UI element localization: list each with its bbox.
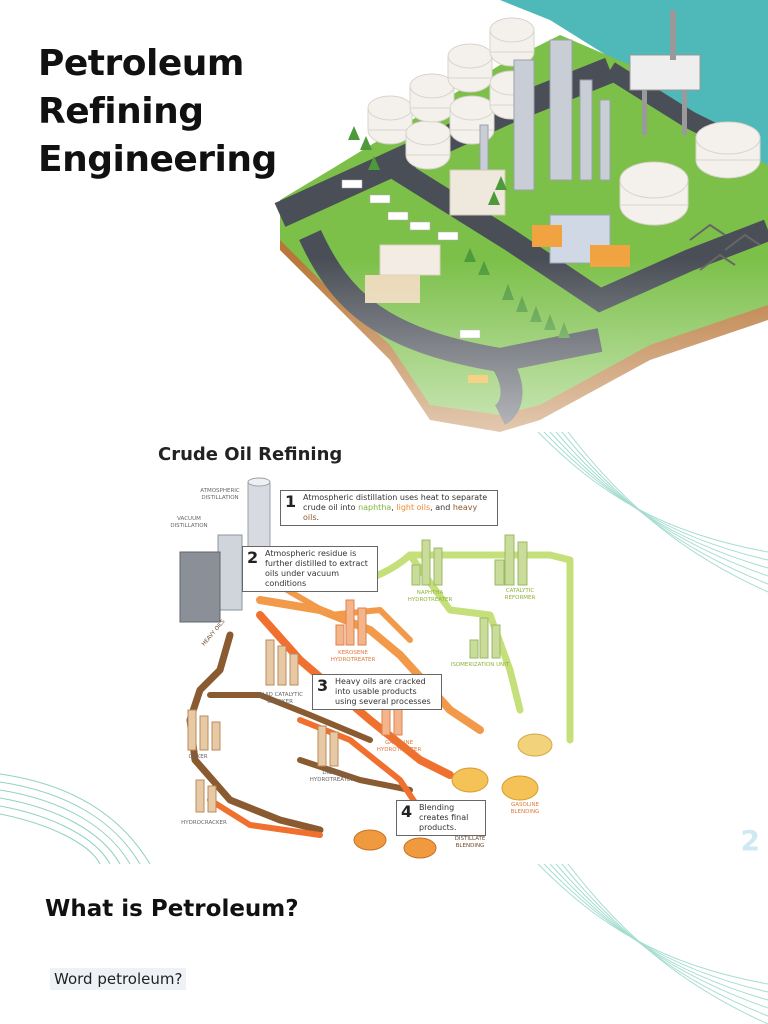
callout-number: 2 bbox=[247, 548, 259, 567]
label-gasoline-blending: Gasoline Blending bbox=[510, 802, 540, 815]
slide-what-is-petroleum: What is Petroleum? Word petroleum? bbox=[0, 864, 768, 1024]
callout-1: 1 Atmospheric distillation uses heat to … bbox=[280, 490, 498, 526]
callout-text: Heavy oils are cracked into usable produ… bbox=[335, 677, 431, 706]
slide-title-page: Petroleum Refining Engineering bbox=[0, 0, 768, 432]
callout-text: Atmospheric residue is further distilled… bbox=[265, 549, 368, 588]
callout-text: . bbox=[316, 513, 320, 522]
callout-3: 3 Heavy oils are cracked into usable pro… bbox=[312, 674, 442, 710]
refining-diagram: Crude Oil Refining bbox=[150, 440, 580, 860]
label-hydrocracker: Hydrocracker bbox=[181, 820, 227, 826]
slide-title: What is Petroleum? bbox=[45, 896, 299, 922]
label-fluid-catalytic-cracker: Fluid Catalytic Cracker bbox=[257, 692, 303, 705]
label-distillate-blending: Distillate Blending bbox=[454, 836, 486, 849]
label-catalytic-reformer: Catalytic Reformer bbox=[504, 588, 536, 601]
callout-number: 1 bbox=[285, 492, 297, 511]
callout-text: Blending creates final products. bbox=[419, 803, 469, 832]
wave-decoration bbox=[538, 432, 768, 593]
diagram-title: Crude Oil Refining bbox=[158, 444, 343, 465]
callout-text: Atmospheric distillation uses heat to se… bbox=[303, 493, 488, 512]
callout-highlight: heavy oils bbox=[303, 503, 478, 522]
label-coker: Coker bbox=[188, 754, 208, 760]
callout-text: , and bbox=[430, 503, 453, 512]
wave-decoration bbox=[0, 773, 151, 864]
label-vacuum-distillation: Vacuum Distillation bbox=[170, 516, 208, 529]
callout-number: 4 bbox=[401, 802, 413, 821]
callout-2: 2 Atmospheric residue is further distill… bbox=[242, 546, 378, 592]
wave-decoration bbox=[538, 864, 768, 1024]
label-isomerization-unit: Isomerization Unit bbox=[450, 662, 510, 668]
callout-highlight: naphtha bbox=[358, 503, 392, 512]
slide-crude-oil-refining: Crude Oil Refining bbox=[0, 432, 768, 864]
page-number: 2 bbox=[740, 824, 760, 857]
refinery-illustration bbox=[270, 0, 768, 432]
label-naphtha-hydrotreater: Naphtha Hydrotreater bbox=[407, 590, 453, 603]
callout-highlight: light oils bbox=[396, 503, 431, 512]
callout-4: 4 Blending creates final products. bbox=[396, 800, 486, 836]
label-diesel-hydrotreater: Diesel Hydrotreater bbox=[309, 770, 355, 783]
label-atmospheric-distillation: Atmospheric Distillation bbox=[200, 488, 240, 501]
callout-text: , bbox=[391, 503, 397, 512]
label-kerosene-hydrotreater: Kerosene Hydrotreater bbox=[330, 650, 376, 663]
slide-title: Petroleum Refining Engineering bbox=[38, 43, 277, 180]
callout-number: 3 bbox=[317, 676, 329, 695]
label-gasoline-hydrotreater: Gasoline Hydrotreater bbox=[376, 740, 422, 753]
bullet-text: Word petroleum? bbox=[50, 968, 187, 990]
